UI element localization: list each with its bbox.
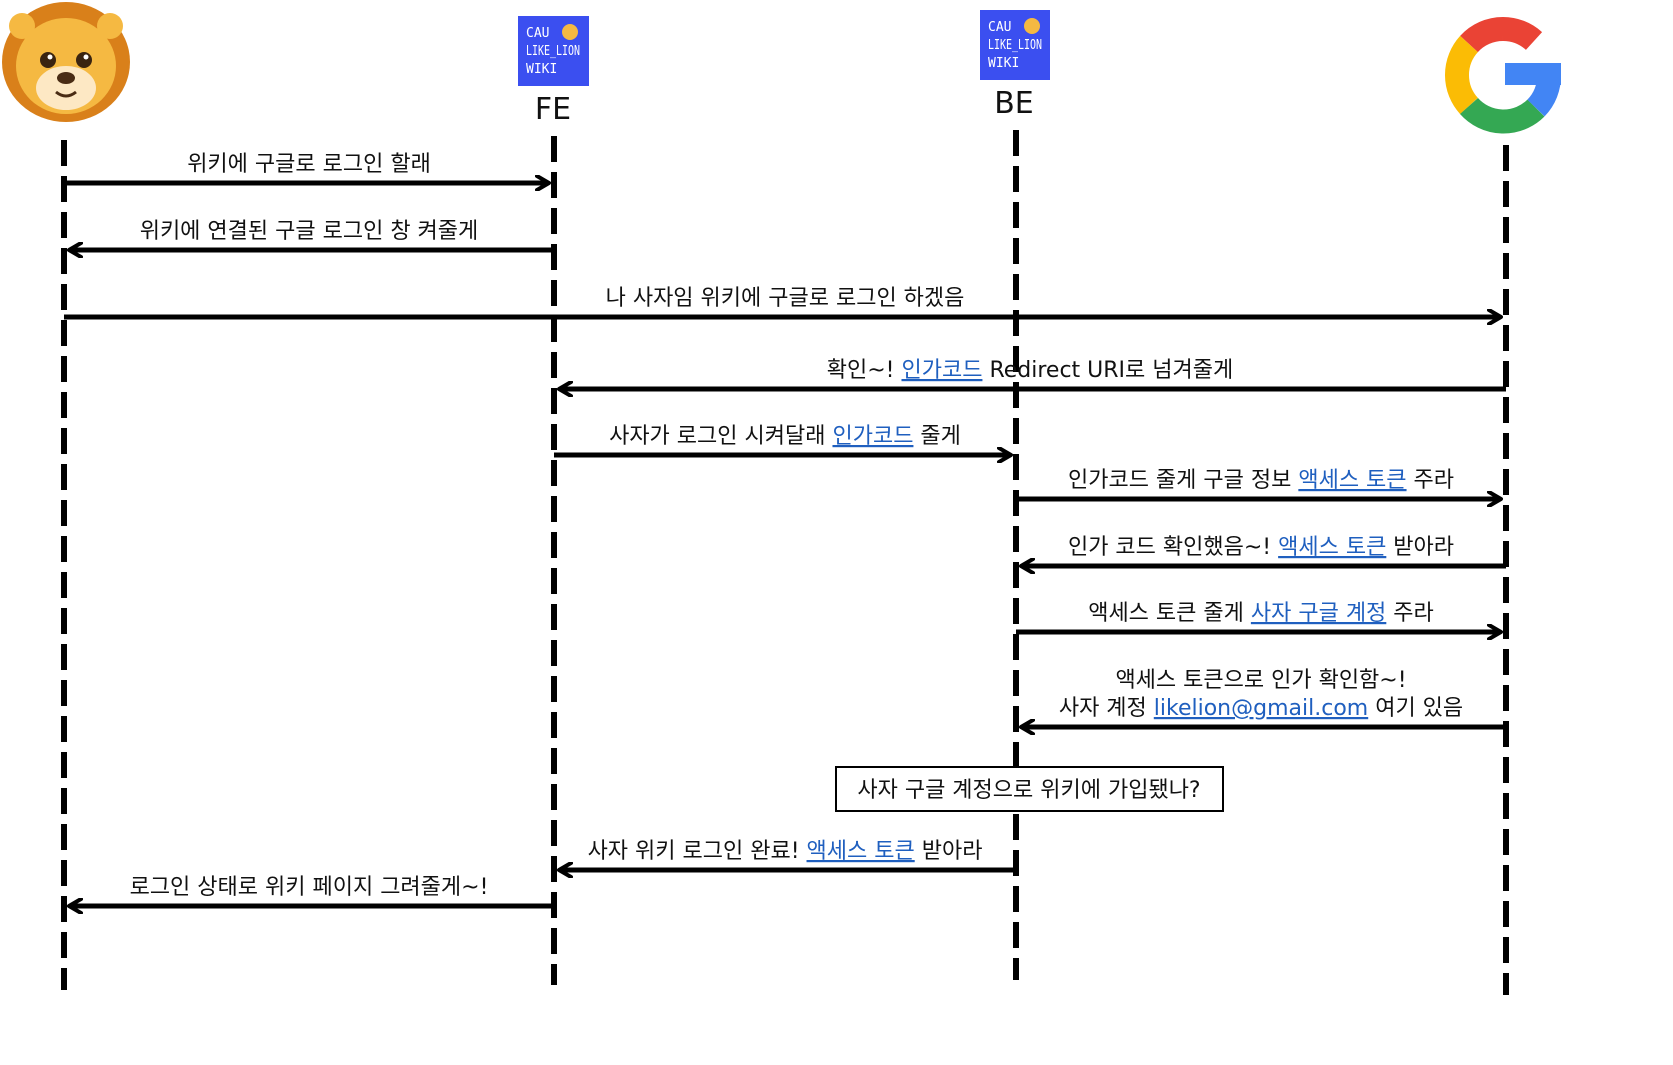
message-text: 사자 계정 (1059, 696, 1154, 721)
fe-label: FE (535, 92, 571, 127)
message-text: 액세스 토큰 줄게 (1088, 601, 1251, 626)
message-text: 여기 있음 (1368, 696, 1463, 721)
message-text: 인가 코드 확인했음~! (1068, 535, 1278, 560)
message-label-9: 사자 계정 likelion@gmail.com 여기 있음 (1059, 696, 1463, 721)
message-text: 주라 (1407, 468, 1454, 493)
message-text: 위키에 연결된 구글 로그인 창 켜줄게 (140, 219, 479, 244)
message-label-3: 나 사자임 위키에 구글로 로그인 하겠음 (606, 286, 965, 311)
message-link[interactable]: 인가코드 (832, 424, 913, 449)
message-text: 받아라 (1386, 535, 1454, 560)
message-text: Redirect URI로 넘겨줄게 (982, 358, 1233, 383)
be-label: BE (994, 86, 1034, 121)
message-label-8: 액세스 토큰 줄게 사자 구글 계정 주라 (1088, 601, 1434, 626)
message-link[interactable]: 액세스 토큰 (807, 839, 915, 864)
fe-logo-line-1: CAU (526, 26, 549, 41)
lion-emoji-icon (2, 2, 130, 122)
message-text: 받아라 (915, 839, 983, 864)
message-label-6: 인가코드 줄게 구글 정보 액세스 토큰 주라 (1068, 468, 1454, 493)
be-logo-line-3: WIKI (988, 56, 1019, 71)
be-logo: CAU LIKE_LION WIKI (980, 10, 1050, 80)
fe-logo: CAU LIKE_LION WIKI (518, 16, 589, 86)
message-label-2: 위키에 연결된 구글 로그인 창 켜줄게 (140, 219, 479, 244)
message-text: 로그인 상태로 위키 페이지 그려줄게~! (130, 875, 489, 900)
message-link[interactable]: 액세스 토큰 (1298, 468, 1406, 493)
message-text: 확인~! (827, 358, 902, 383)
message-text: 액세스 토큰으로 인가 확인함~! (1115, 668, 1406, 693)
note-text: 사자 구글 계정으로 위키에 가입됐나? (857, 778, 1200, 803)
fe-logo-line-3: WIKI (526, 62, 557, 77)
message-label-1: 위키에 구글로 로그인 할래 (187, 152, 431, 177)
message-label-10: 사자 위키 로그인 완료! 액세스 토큰 받아라 (588, 839, 983, 864)
google-g-icon (1445, 17, 1561, 134)
message-link[interactable]: 인가코드 (901, 358, 982, 383)
message-text: 주라 (1386, 601, 1433, 626)
message-text: 인가코드 줄게 구글 정보 (1068, 468, 1298, 493)
message-label-4: 확인~! 인가코드 Redirect URI로 넘겨줄게 (827, 358, 1234, 383)
message-link[interactable]: 액세스 토큰 (1278, 535, 1386, 560)
message-text: 줄게 (913, 424, 960, 449)
message-link[interactable]: 사자 구글 계정 (1251, 601, 1386, 626)
note-box: 사자 구글 계정으로 위키에 가입됐나? (835, 766, 1224, 812)
message-text: 나 사자임 위키에 구글로 로그인 하겠음 (606, 286, 965, 311)
message-label-7: 인가 코드 확인했음~! 액세스 토큰 받아라 (1068, 535, 1454, 560)
message-text: 사자가 로그인 시켜달래 (609, 424, 832, 449)
be-logo-line-2: LIKE_LION (988, 38, 1042, 53)
message-text: 위키에 구글로 로그인 할래 (187, 152, 431, 177)
message-label-9: 액세스 토큰으로 인가 확인함~! (1115, 668, 1406, 693)
be-logo-line-1: CAU (988, 20, 1011, 35)
message-label-11: 로그인 상태로 위키 페이지 그려줄게~! (130, 875, 489, 900)
fe-logo-line-2: LIKE_LION (526, 44, 580, 59)
message-link[interactable]: likelion@gmail.com (1154, 696, 1368, 721)
message-label-5: 사자가 로그인 시켜달래 인가코드 줄게 (609, 424, 961, 449)
message-text: 사자 위키 로그인 완료! (588, 839, 807, 864)
